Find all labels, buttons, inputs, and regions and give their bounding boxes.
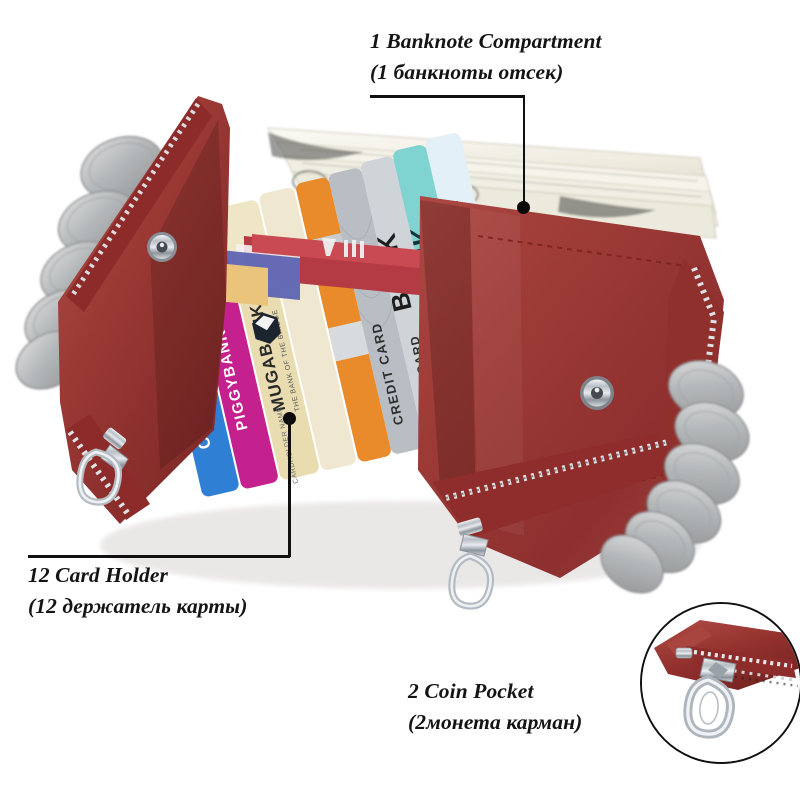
callout-dot-banknote [517,201,530,214]
callout-coin-en: 2 Coin Pocket [408,679,534,703]
coins-right [600,360,750,594]
leader-line-card-horizontal [28,555,290,558]
callout-card-en: 12 Card Holder [28,563,168,587]
metal-snap-button-left [147,232,177,262]
callout-card-holder: 12 Card Holder (12 держатель карты) [28,560,247,622]
leader-line-banknote-vertical [522,95,525,207]
zipper-detail-illustration [642,604,800,762]
cards-upper [206,234,470,306]
callout-banknote-ru: (1 банкноты отсек) [370,60,564,84]
metal-snap-button-right [580,376,614,410]
callout-coin-ru: (2монета карман) [408,710,583,734]
callout-banknote-compartment: 1 Banknote Compartment (1 банкноты отсек… [370,26,602,88]
zipper-detail-inset [640,602,800,764]
leader-line-banknote-horizontal [370,95,525,98]
callout-card-ru: (12 держатель карты) [28,594,248,618]
callout-banknote-en: 1 Banknote Compartment [370,29,602,53]
wallet-left-panel [58,96,230,524]
zipper-pull-left [76,427,129,506]
leader-line-card-vertical [288,418,291,557]
callout-coin-pocket: 2 Coin Pocket (2монета карман) [408,676,582,738]
zipper-pull-bottom [448,517,495,610]
